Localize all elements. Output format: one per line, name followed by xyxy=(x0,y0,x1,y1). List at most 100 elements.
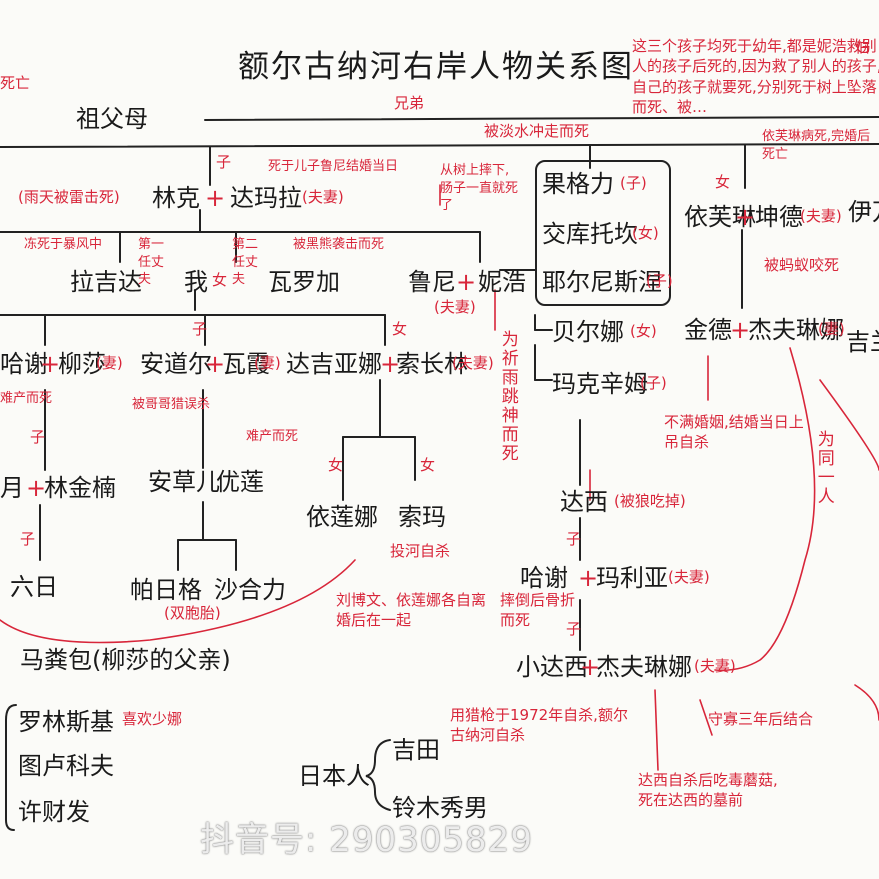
dajiyana-name: 达吉亚娜 xyxy=(286,350,382,378)
waluojia-note: 被黑熊袭击而死 xyxy=(293,237,385,252)
widow-note: 守寡三年后结合 xyxy=(708,710,814,728)
child-guogeli: 果格力 xyxy=(542,170,614,198)
russian-2: 图卢科夫 xyxy=(18,752,114,780)
child-yeer-tag: (子) xyxy=(646,272,673,290)
yue-name: 月 xyxy=(0,474,24,502)
russian-note: 喜欢少娜 xyxy=(122,710,183,728)
kundeng-note: 被蚂蚁咬死 xyxy=(764,256,840,274)
waxia-tag: (妻) xyxy=(254,354,281,372)
maliya-name: 玛利亚 xyxy=(596,564,668,592)
suoma-name: 索玛 xyxy=(398,503,446,531)
daughter-label-yl: 女 xyxy=(328,456,344,474)
jieshulina-name: 杰夫琳娜 xyxy=(748,316,844,344)
luni-couple-tag: (夫妻) xyxy=(434,298,476,316)
shajin-name: 沙合力 xyxy=(214,576,286,604)
jinde-note: 不满婚姻,结婚当日上吊自杀 xyxy=(664,413,804,452)
jinde-tag: (妻) xyxy=(818,320,845,338)
twins-tag: (双胞胎) xyxy=(164,604,221,622)
youlian-note: 难产而死 xyxy=(246,429,299,444)
child-guogeli-tag: (子) xyxy=(620,174,647,192)
linjinnan-name: 林金楠 xyxy=(44,474,116,502)
plus-yifulin: + xyxy=(735,203,756,231)
son-label-liuri: 子 xyxy=(20,530,36,548)
ivan-name: 伊万 xyxy=(848,198,879,226)
child-makexin-tag: (子) xyxy=(640,374,667,392)
son-label-hasha: 子 xyxy=(566,530,582,548)
fall-note: 从树上摔下,肠子一直就死了 xyxy=(440,163,519,214)
ancaoer-name: 安草儿 xyxy=(148,468,220,496)
youlian-name: 优莲 xyxy=(216,468,264,496)
suochangfu-name: 索长林 xyxy=(396,350,468,378)
japanese-1: 吉田 xyxy=(392,736,440,764)
plus-suo: + xyxy=(380,350,401,378)
plus-luni: + xyxy=(456,268,477,296)
nihao-children-box xyxy=(535,160,671,306)
plus-xiao: + xyxy=(580,653,601,681)
child-beierna: 贝尔娜 xyxy=(552,318,624,346)
douyin-watermark: 抖音号: 290305829 xyxy=(200,820,533,860)
hasha-note: 摔倒后骨折而死 xyxy=(500,591,576,630)
andaoer-note: 被哥哥猎误杀 xyxy=(132,397,211,412)
yilianna-note: 投河自杀 xyxy=(390,542,451,560)
child-jiaoku: 交库托坎 xyxy=(542,220,638,248)
hasha-name: 哈谢 xyxy=(520,564,568,592)
yilianna-name: 依莲娜 xyxy=(306,503,378,531)
laguda-note: 冻死于暴风中 xyxy=(24,237,103,252)
hasha-couple-tag: (夫妻) xyxy=(668,568,710,586)
linke-couple-tag: (夫妻) xyxy=(302,188,344,206)
plus-maliya: + xyxy=(578,564,599,592)
plus-lin: + xyxy=(26,474,47,502)
mafenbao-name: 马粪包(柳莎的父亲) xyxy=(20,646,231,674)
son-label-andaoer: 子 xyxy=(192,320,208,338)
child-yeer: 耶尔尼斯涅 xyxy=(542,268,662,296)
waluojia-name: 瓦罗加 xyxy=(268,268,340,296)
plus-waxia: + xyxy=(205,350,226,378)
plus-jinde: + xyxy=(730,316,751,344)
luni-name: 鲁尼 xyxy=(408,268,456,296)
nihao-vertical-note: 为祈雨跳神而死 xyxy=(497,330,518,463)
flood-note: 被淡水冲走而死 xyxy=(484,122,590,140)
ancestors-label: 祖父母 xyxy=(76,105,148,133)
nihao-children-note: 这三个孩子均死于幼年,都是妮浩救别人的孩子后死的,因为救了别人的孩子,自己的孩子… xyxy=(632,37,879,116)
liuri-name: 六日 xyxy=(10,573,58,601)
wo-name: 我 xyxy=(184,268,208,296)
daughter-label-yifulin: 女 xyxy=(715,173,731,191)
yifulin-name: 依芙琳 xyxy=(684,203,756,231)
dashmala-name: 达玛拉 xyxy=(230,184,302,212)
son-label-1: 子 xyxy=(216,153,232,171)
edge-note-left: 死亡 xyxy=(0,74,31,92)
jilan-name: 吉兰 xyxy=(846,328,879,356)
linke-name: 林克 xyxy=(152,184,200,212)
diagram-title: 额尔古纳河右岸人物关系图 xyxy=(238,49,634,85)
da-couple-tag: (夫妻) xyxy=(452,354,494,372)
son-label-xiaodaxi: 子 xyxy=(566,620,582,638)
plus-1: + xyxy=(205,184,226,212)
second-husband-note: 第二任丈夫 xyxy=(232,237,259,288)
russian-1: 罗林斯基 xyxy=(18,708,114,736)
nihao-name: 妮浩 xyxy=(478,268,526,296)
edge-note-right: 伯 xyxy=(855,38,871,56)
wo-gender: 女 xyxy=(212,271,228,289)
kundeng-name: 坤德 xyxy=(755,203,803,231)
daxi-name: 达西 xyxy=(560,488,608,516)
russian-3: 许财发 xyxy=(18,798,90,826)
daughter-label-sm: 女 xyxy=(420,456,436,474)
japanese-label: 日本人 xyxy=(298,762,370,790)
liubowen-note: 刘博文、依莲娜各自离婚后在一起 xyxy=(336,591,487,630)
first-husband-note: 第一任丈夫 xyxy=(138,237,165,288)
andaoer-name: 安道尔 xyxy=(140,350,212,378)
linke-note: (雨天被雷击死) xyxy=(18,188,120,206)
liusha-note: 难产而死 xyxy=(0,391,53,406)
daughter-label-da: 女 xyxy=(392,320,408,338)
waxia-name: 瓦霞 xyxy=(222,350,270,378)
same-person-note: 为同一人 xyxy=(813,430,834,506)
xiaodaxi-note: 用猎枪于1972年自杀,额尔古纳河自杀 xyxy=(450,706,628,745)
mushroom-note: 达西自杀后吃毒蘑菇,死在达西的墓前 xyxy=(638,771,778,810)
liusha-tag: (妻) xyxy=(96,354,123,372)
kundeng-couple-tag: (夫妻) xyxy=(800,207,842,225)
brothers-label: 兄弟 xyxy=(394,94,425,112)
son-label-yue: 子 xyxy=(30,428,46,446)
xiaodaxi-name: 小达西 xyxy=(516,653,588,681)
xiao-couple-tag: (夫妻) xyxy=(694,657,736,675)
